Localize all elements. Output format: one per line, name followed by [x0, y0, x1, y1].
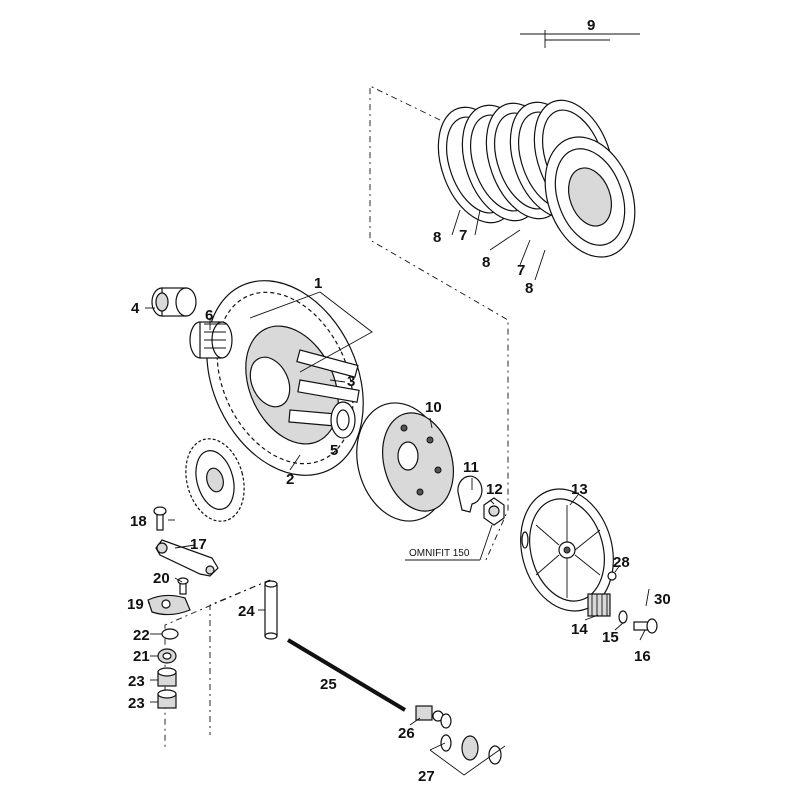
callout-2: 2 — [286, 471, 294, 488]
callout-labels: 9 8 7 8 7 8 1 4 6 3 5 2 10 11 12 13 28 3… — [127, 17, 671, 785]
thrust-washer — [330, 401, 356, 439]
callout-27: 27 — [418, 768, 435, 785]
callout-6: 6 — [205, 307, 213, 324]
callout-22: 22 — [133, 627, 150, 644]
callout-26: 26 — [398, 725, 415, 742]
callout-17: 17 — [190, 536, 207, 553]
steel-plate — [544, 136, 636, 258]
callout-30: 30 — [654, 591, 671, 608]
leader-lines — [145, 30, 646, 776]
callout-9: 9 — [587, 17, 595, 34]
callout-23: 23 — [128, 695, 145, 712]
callout-16: 16 — [634, 648, 651, 665]
small-bolt — [177, 577, 189, 595]
spring-washer — [618, 610, 628, 624]
pin — [645, 588, 650, 607]
lever-bolt — [153, 506, 167, 531]
callout-3: 3 — [347, 373, 355, 390]
hub-nut — [483, 497, 505, 526]
callout-13: 13 — [571, 481, 588, 498]
shaft-seal — [157, 648, 177, 664]
callout-28: 28 — [613, 554, 630, 571]
needle-bushing — [157, 689, 177, 709]
callout-18: 18 — [130, 513, 147, 530]
callout-19: 19 — [127, 596, 144, 613]
small-ring — [607, 571, 617, 581]
push-rod — [286, 638, 407, 712]
bushing — [151, 287, 197, 317]
gasket — [147, 594, 191, 616]
clutch-spring — [587, 593, 611, 617]
callout-8: 8 — [433, 229, 441, 246]
callout-7: 7 — [459, 227, 467, 244]
clutch-plate-stack — [437, 99, 636, 258]
callout-7: 7 — [517, 262, 525, 279]
callout-11: 11 — [463, 459, 479, 476]
circlip — [161, 628, 179, 640]
callout-1: 1 — [314, 275, 322, 292]
spring-screw — [633, 618, 658, 634]
primary-gear — [185, 438, 245, 522]
callout-24: 24 — [238, 603, 255, 620]
callout-5: 5 — [330, 442, 338, 459]
callout-10: 10 — [425, 399, 442, 416]
needle-bushing — [157, 667, 177, 687]
callout-8: 8 — [525, 280, 533, 297]
omnifit-note: OMNIFIT 150 — [409, 548, 470, 559]
needle-bearing — [189, 321, 233, 359]
pressure-plate — [520, 488, 614, 612]
clutch-lever — [155, 539, 219, 577]
callout-23: 23 — [128, 673, 145, 690]
lock-washer — [457, 475, 483, 513]
release-bearing-set — [440, 734, 502, 765]
callout-12: 12 — [486, 481, 503, 498]
callout-4: 4 — [131, 300, 140, 317]
callout-21: 21 — [133, 648, 150, 665]
clutch-basket — [206, 280, 364, 476]
callout-15: 15 — [602, 629, 619, 646]
callout-25: 25 — [320, 676, 337, 693]
callout-20: 20 — [153, 570, 170, 587]
callout-8: 8 — [482, 254, 490, 271]
inner-clutch-hub — [356, 402, 454, 522]
release-shaft — [264, 580, 278, 640]
callout-14: 14 — [571, 621, 588, 638]
pressure-piece — [415, 705, 452, 729]
